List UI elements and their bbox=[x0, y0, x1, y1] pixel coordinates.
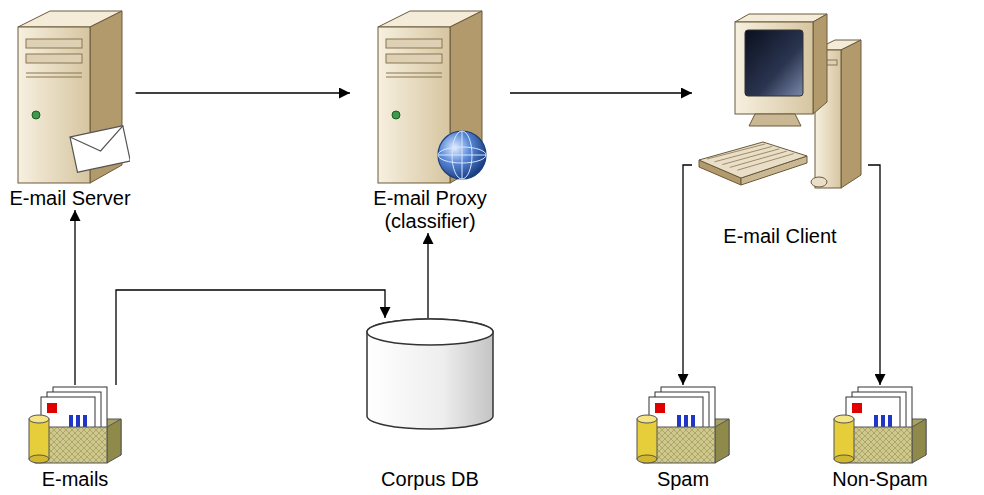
database-cylinder bbox=[365, 318, 495, 430]
proxy-node: E-mail Proxy (classifier) bbox=[350, 5, 510, 233]
node-label: E-mail Client bbox=[721, 225, 838, 248]
proxy-server-icon bbox=[370, 5, 490, 185]
database-node: Corpus DB bbox=[362, 318, 498, 491]
flow-arrow bbox=[116, 290, 385, 385]
flow-arrow bbox=[868, 165, 880, 385]
client-node: E-mail Client bbox=[692, 10, 868, 248]
flow-arrow bbox=[683, 165, 692, 385]
node-label: Non-Spam bbox=[830, 468, 930, 491]
flow-arrow bbox=[510, 92, 692, 93]
node-label: Spam bbox=[655, 468, 711, 491]
node-label: E-mail Proxy (classifier) bbox=[353, 187, 507, 233]
node-label: E-mails bbox=[40, 468, 111, 491]
node-label: E-mail Server bbox=[7, 187, 132, 210]
mailbox-icon bbox=[832, 385, 928, 465]
mailbox-node: Spam bbox=[632, 385, 734, 491]
mailbox-icon bbox=[635, 385, 731, 465]
client-computer-icon bbox=[695, 10, 865, 195]
node-label: Corpus DB bbox=[379, 468, 481, 491]
mailbox-icon bbox=[27, 385, 123, 465]
flow-arrow bbox=[427, 233, 428, 318]
mailbox-node: E-mails bbox=[24, 385, 126, 491]
flow-arrow bbox=[74, 210, 75, 385]
server-node: E-mail Server bbox=[4, 5, 135, 210]
server-icon bbox=[10, 5, 130, 185]
mailbox-node: Non-Spam bbox=[827, 385, 933, 491]
flow-arrow bbox=[136, 92, 350, 93]
